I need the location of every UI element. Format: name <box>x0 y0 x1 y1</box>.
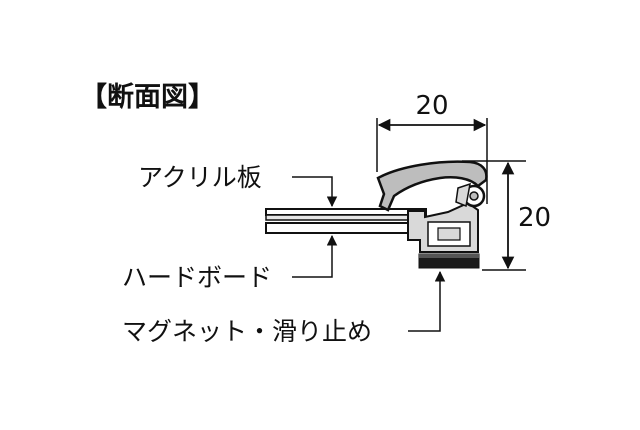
dimension-height <box>462 160 526 271</box>
label-acrylic: アクリル板 <box>138 163 262 192</box>
leader-hardboard <box>292 234 338 278</box>
label-hardboard: ハードボード <box>122 263 272 292</box>
frame-profile <box>407 201 479 253</box>
diagram-title: 【断面図】 <box>80 82 215 113</box>
magnet-strip-highlight <box>419 254 479 258</box>
leader-magnet <box>408 270 446 332</box>
leader-acrylic <box>292 176 338 208</box>
label-magnet: マグネット・滑り止め <box>122 317 372 346</box>
panel-layers <box>265 208 427 234</box>
dimension-height-value: 20 <box>518 203 551 233</box>
snap-cover <box>376 160 488 212</box>
dimension-width-value: 20 <box>415 91 448 121</box>
